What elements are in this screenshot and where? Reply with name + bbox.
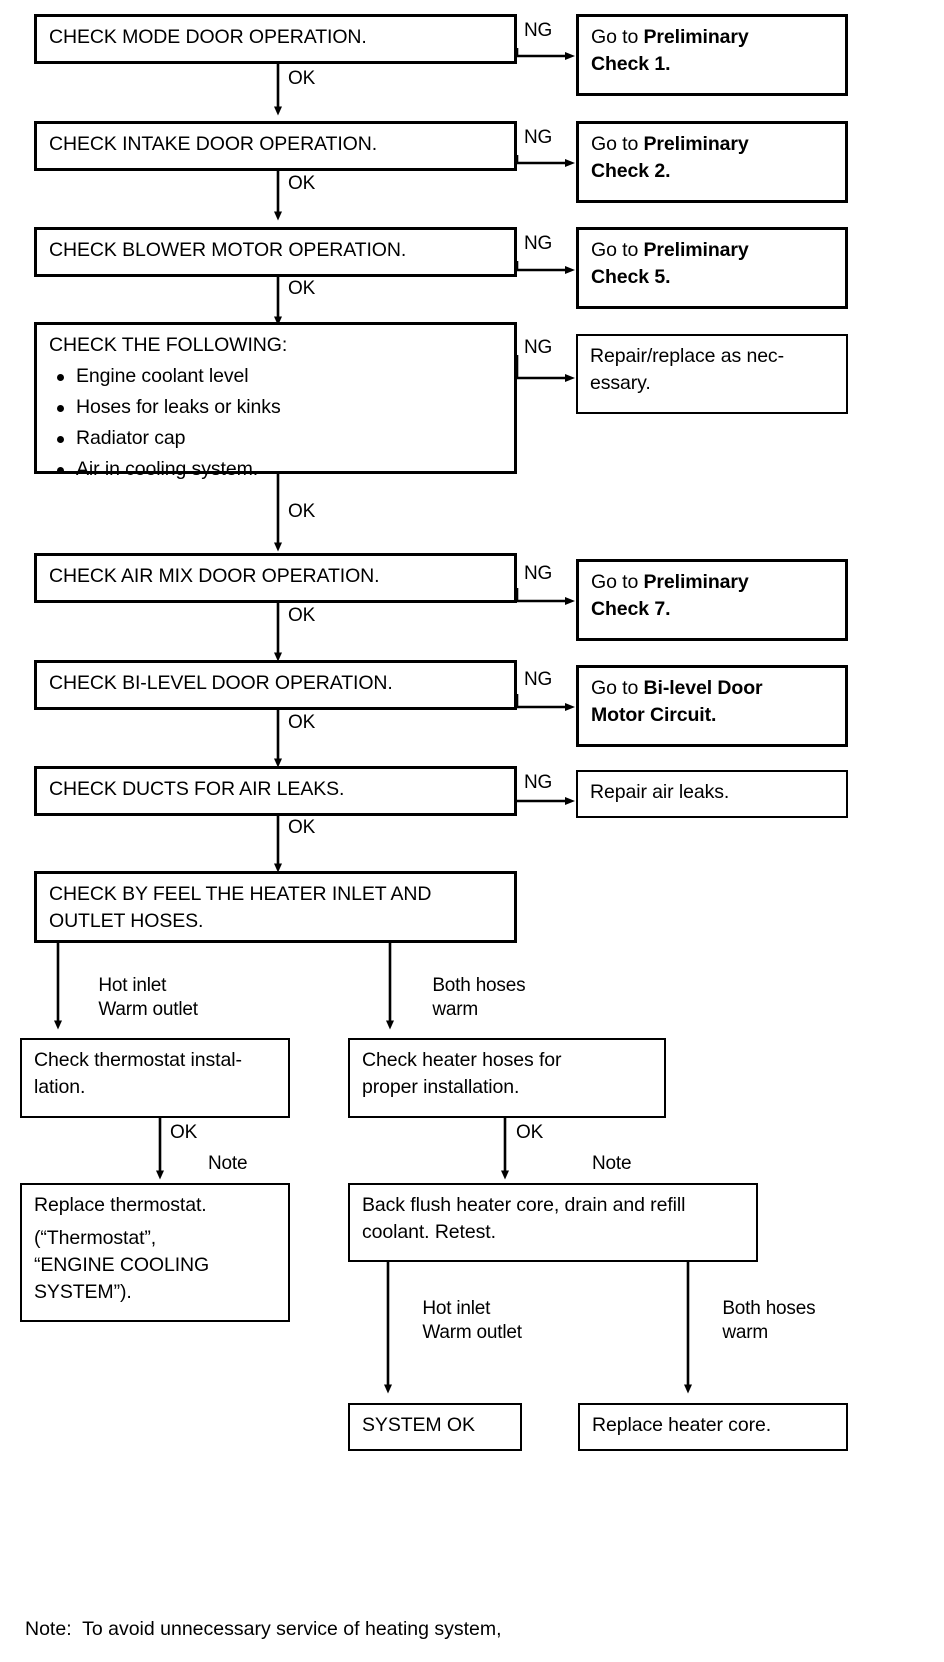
edge-label-ng-4: NG xyxy=(524,337,553,358)
list-item: Air in cooling system. xyxy=(49,454,504,485)
edge-label-note-right: Note xyxy=(592,1153,632,1174)
outcome-preliminary-check-2-box[interactable]: Go to Preliminary Check 2. xyxy=(576,121,848,203)
step-air-mix-door-box[interactable]: CHECK AIR MIX DOOR OPERATION. xyxy=(34,553,517,603)
step-intake-door-label: CHECK INTAKE DOOR OPERATION. xyxy=(49,133,378,155)
edge-label-note-left: Note xyxy=(208,1153,248,1174)
edge-label-ok-1: OK xyxy=(288,68,316,89)
branch-check-thermostat-box[interactable]: Check thermostat instal- lation. xyxy=(20,1038,290,1118)
footer-note: Note: To avoid unnecessary service of he… xyxy=(25,1562,536,1662)
final-replace-heater-core-box[interactable]: Replace heater core. xyxy=(578,1403,848,1451)
result-back-flush-box[interactable]: Back flush heater core, drain and refill… xyxy=(348,1183,758,1262)
edge-label-ng-1: NG xyxy=(524,20,553,41)
edge-label-ng-2: NG xyxy=(524,127,553,148)
step-heater-hoses-feel-box[interactable]: CHECK BY FEEL THE HEATER INLET AND OUTLE… xyxy=(34,871,517,943)
replace-thermostat-line1: Replace thermostat. xyxy=(34,1194,207,1216)
both-hoses-line1: Both hoses xyxy=(432,975,526,996)
outcome-6-line2: Motor Circuit. xyxy=(591,704,717,726)
check-thermostat-line2: lation. xyxy=(34,1076,86,1098)
edge-label-ok-8: OK xyxy=(170,1122,198,1143)
edge-label-ng-3: NG xyxy=(524,233,553,254)
step-bi-level-door-box[interactable]: CHECK BI-LEVEL DOOR OPERATION. xyxy=(34,660,517,710)
heater-hoses-feel-line2: OUTLET HOSES. xyxy=(49,910,204,932)
edge-label-ok-9: OK xyxy=(516,1122,544,1143)
outcome-5-line1: Go to Preliminary xyxy=(591,571,749,593)
check-heater-hoses-line2: proper installation. xyxy=(362,1076,520,1098)
outcome-preliminary-check-1-box[interactable]: Go to Preliminary Check 1. xyxy=(576,14,848,96)
replace-thermostat-line4: SYSTEM”). xyxy=(34,1281,132,1303)
outcome-2-line2: Check 2. xyxy=(591,160,671,182)
outcome-2-line1: Go to Preliminary xyxy=(591,133,749,155)
outcome-repair-replace-box[interactable]: Repair/replace as nec- essary. xyxy=(576,334,848,414)
outcome-5-line2: Check 7. xyxy=(591,598,671,620)
step-intake-door-box[interactable]: CHECK INTAKE DOOR OPERATION. xyxy=(34,121,517,171)
check-following-heading: CHECK THE FOLLOWING: xyxy=(49,334,288,356)
heater-hoses-feel-line1: CHECK BY FEEL THE HEATER INLET AND xyxy=(49,883,432,905)
footer-note-line1: Note: To avoid unnecessary service of he… xyxy=(25,1616,536,1643)
final-system-ok-box[interactable]: SYSTEM OK xyxy=(348,1403,522,1451)
outcome-1-line2: Check 1. xyxy=(591,53,671,75)
step-blower-motor-label: CHECK BLOWER MOTOR OPERATION. xyxy=(49,239,407,261)
both-hoses-2-line2: warm xyxy=(722,1322,768,1343)
step-blower-motor-box[interactable]: CHECK BLOWER MOTOR OPERATION. xyxy=(34,227,517,277)
list-item: Radiator cap xyxy=(49,423,504,454)
back-flush-line2: coolant. Retest. xyxy=(362,1221,496,1243)
edge-label-hot-inlet-2: Hot inlet Warm outlet xyxy=(402,1273,522,1369)
step-ducts-air-leaks-label: CHECK DUCTS FOR AIR LEAKS. xyxy=(49,778,345,800)
outcome-3-line2: Check 5. xyxy=(591,266,671,288)
footer-note-text1: To avoid unnecessary service of heating … xyxy=(82,1618,502,1640)
outcome-preliminary-check-7-box[interactable]: Go to Preliminary Check 7. xyxy=(576,559,848,641)
both-hoses-2-line1: Both hoses xyxy=(722,1298,816,1319)
outcome-4-line1: Repair/replace as nec- xyxy=(590,345,784,367)
hot-inlet-line2: Warm outlet xyxy=(98,999,198,1020)
hot-inlet-2-line2: Warm outlet xyxy=(422,1322,522,1343)
outcome-4-line2: essary. xyxy=(590,372,651,394)
edge-label-hot-inlet-1: Hot inlet Warm outlet xyxy=(78,950,198,1046)
edge-label-both-hoses-2: Both hoses warm xyxy=(702,1273,815,1369)
step-check-following-box[interactable]: CHECK THE FOLLOWING: Engine coolant leve… xyxy=(34,322,517,480)
edge-label-ng-6: NG xyxy=(524,669,553,690)
outcome-7-label: Repair air leaks. xyxy=(590,781,730,803)
outcome-6-line1: Go to Bi-level Door xyxy=(591,677,763,699)
footer-note-label: Note: xyxy=(25,1618,72,1640)
system-ok-label: SYSTEM OK xyxy=(362,1414,475,1436)
back-flush-line1: Back flush heater core, drain and refill xyxy=(362,1194,686,1216)
check-following-list: Engine coolant level Hoses for leaks or … xyxy=(49,361,504,485)
edge-label-ng-7: NG xyxy=(524,772,553,793)
edge-label-ok-7: OK xyxy=(288,817,316,838)
edge-label-ok-4: OK xyxy=(288,501,316,522)
step-bi-level-door-label: CHECK BI-LEVEL DOOR OPERATION. xyxy=(49,672,393,694)
edge-label-both-hoses-1: Both hoses warm xyxy=(412,950,525,1046)
edge-label-ok-2: OK xyxy=(288,173,316,194)
edge-label-ok-3: OK xyxy=(288,278,316,299)
check-heater-hoses-line1: Check heater hoses for xyxy=(362,1049,562,1071)
step-ducts-air-leaks-box[interactable]: CHECK DUCTS FOR AIR LEAKS. xyxy=(34,766,517,816)
outcome-1-line1: Go to Preliminary xyxy=(591,26,749,48)
step-mode-door-label: CHECK MODE DOOR OPERATION. xyxy=(49,26,367,48)
outcome-repair-air-leaks-box[interactable]: Repair air leaks. xyxy=(576,770,848,818)
edge-label-ok-5: OK xyxy=(288,605,316,626)
replace-heater-core-label: Replace heater core. xyxy=(592,1414,772,1436)
replace-thermostat-line3: “ENGINE COOLING xyxy=(34,1254,210,1276)
result-replace-thermostat-box[interactable]: Replace thermostat. (“Thermostat”, “ENGI… xyxy=(20,1183,290,1322)
outcome-preliminary-check-5-box[interactable]: Go to Preliminary Check 5. xyxy=(576,227,848,309)
branch-check-heater-hoses-box[interactable]: Check heater hoses for proper installati… xyxy=(348,1038,666,1118)
check-thermostat-line1: Check thermostat instal- xyxy=(34,1049,242,1071)
edge-label-ok-6: OK xyxy=(288,712,316,733)
step-mode-door-box[interactable]: CHECK MODE DOOR OPERATION. xyxy=(34,14,517,64)
list-item: Hoses for leaks or kinks xyxy=(49,392,504,423)
outcome-3-line1: Go to Preliminary xyxy=(591,239,749,261)
list-item: Engine coolant level xyxy=(49,361,504,392)
step-air-mix-door-label: CHECK AIR MIX DOOR OPERATION. xyxy=(49,565,380,587)
both-hoses-line2: warm xyxy=(432,999,478,1020)
outcome-bi-level-door-motor-circuit-box[interactable]: Go to Bi-level Door Motor Circuit. xyxy=(576,665,848,747)
hot-inlet-line1: Hot inlet xyxy=(98,975,167,996)
replace-thermostat-line2: (“Thermostat”, xyxy=(34,1227,157,1249)
edge-label-ng-5: NG xyxy=(524,563,553,584)
hot-inlet-2-line1: Hot inlet xyxy=(422,1298,491,1319)
